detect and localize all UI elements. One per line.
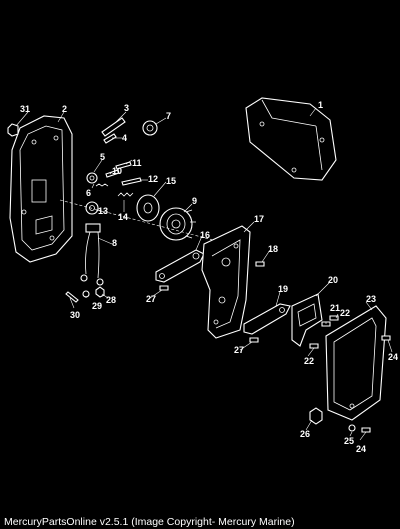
- callout-11: 11: [132, 158, 142, 168]
- callout-26: 26: [300, 429, 310, 439]
- callout-7: 7: [166, 111, 171, 121]
- callout-6: 6: [86, 188, 91, 198]
- callout-19: 19: [278, 284, 288, 294]
- part-7-washer: [142, 120, 158, 136]
- part-28-fastener: [95, 286, 105, 298]
- part-17-mounting-plate: [201, 225, 251, 339]
- part-14-spring: [117, 192, 134, 197]
- callout-3: 3: [124, 103, 129, 113]
- callout-5: 5: [100, 152, 105, 162]
- part-16-lever: [155, 249, 205, 283]
- part-19-lever: [243, 303, 291, 335]
- part-27-screw-lower: [249, 337, 259, 343]
- callout-27-upper: 27: [146, 294, 156, 304]
- part-30-bolt: [65, 291, 79, 303]
- callout-24-lower: 24: [356, 444, 366, 454]
- copyright-caption: MercuryPartsOnline v2.5.1 (Image Copyrig…: [4, 516, 295, 528]
- part-31-bolt: [7, 123, 19, 137]
- part-18-screw: [255, 261, 265, 267]
- callout-16: 16: [200, 230, 210, 240]
- callout-4: 4: [122, 133, 127, 143]
- callout-23: 23: [366, 294, 376, 304]
- callout-27-lower: 27: [234, 345, 244, 355]
- part-22-screw-lower: [309, 343, 319, 349]
- part-13-knob: [85, 201, 99, 215]
- callout-30: 30: [70, 310, 80, 320]
- part-2-main-housing: [9, 115, 73, 263]
- callout-9: 9: [192, 196, 197, 206]
- callout-14: 14: [118, 212, 128, 222]
- part-5-gear: [86, 172, 98, 184]
- part-27-screw-upper: [159, 285, 169, 291]
- part-23-front-cover: [325, 305, 387, 421]
- part-26-nut: [309, 407, 323, 425]
- callout-21: 21: [330, 303, 340, 313]
- part-12-screw: [121, 177, 142, 186]
- callout-22-upper: 22: [340, 308, 350, 318]
- part-6-spring: [95, 183, 109, 187]
- callout-31: 31: [20, 104, 30, 114]
- callout-10: 10: [112, 166, 122, 176]
- part-22-screw: [329, 315, 339, 321]
- part-15-disc: [136, 194, 160, 222]
- callout-12: 12: [148, 174, 158, 184]
- callout-labels: 1 2 3 4 5 6 7 8 9 10 11 12 13 14 15 16 1…: [20, 100, 398, 454]
- part-25-washer: [348, 424, 356, 432]
- callout-22-lower: 22: [304, 356, 314, 366]
- callout-8: 8: [112, 238, 117, 248]
- leader-lines: [15, 107, 393, 441]
- callout-13: 13: [98, 206, 108, 216]
- part-20-bracket: [291, 293, 323, 347]
- part-24-screw-upper: [381, 335, 391, 341]
- part-4-pin: [103, 133, 117, 144]
- callout-2: 2: [62, 104, 67, 114]
- assembly-axis-line: [59, 199, 237, 247]
- callout-28: 28: [106, 295, 116, 305]
- callout-17: 17: [254, 214, 264, 224]
- callout-25: 25: [344, 436, 354, 446]
- callout-18: 18: [268, 244, 278, 254]
- part-9-gear-hub: [159, 207, 196, 241]
- callout-15: 15: [166, 176, 176, 186]
- part-10-pin: [105, 169, 120, 178]
- callout-1: 1: [318, 100, 323, 110]
- callout-20: 20: [328, 275, 338, 285]
- callout-29: 29: [92, 301, 102, 311]
- callout-24-upper: 24: [388, 352, 398, 362]
- part-24-screw-lower: [361, 427, 371, 433]
- part-8-wire-harness: [80, 223, 104, 286]
- part-11-pin: [115, 161, 132, 170]
- part-3-pin: [101, 117, 126, 137]
- part-1-rear-cover: [245, 97, 337, 181]
